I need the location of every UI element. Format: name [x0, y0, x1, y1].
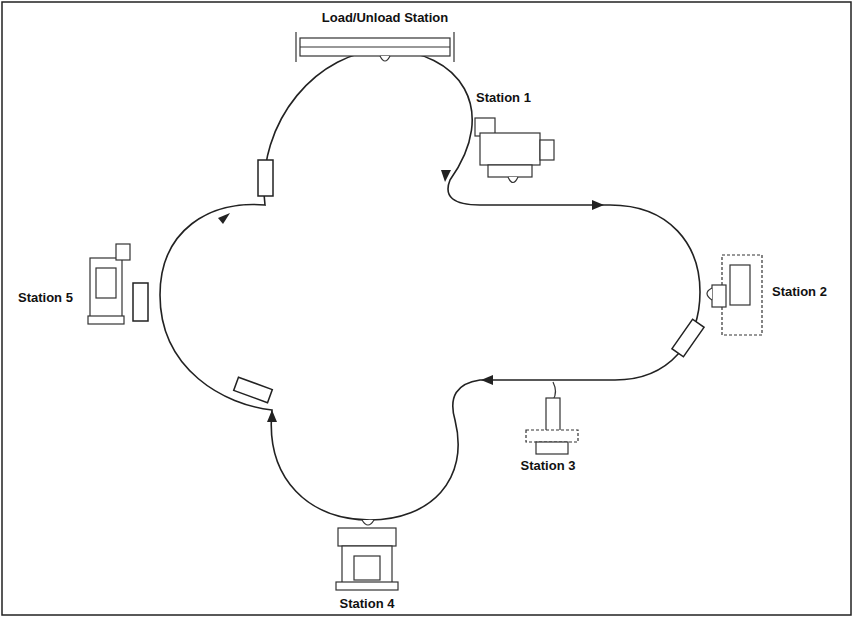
station-label: Station 3 [521, 458, 576, 473]
machine-station-3 [526, 382, 578, 454]
loop-track [160, 50, 700, 520]
machine-station-2 [707, 255, 762, 335]
machine-station-1 [475, 118, 554, 183]
station-label: Station 5 [18, 290, 73, 305]
station-label: Station 2 [772, 284, 827, 299]
direction-arrows [218, 170, 604, 422]
station-label: Station 1 [476, 90, 531, 105]
machine-station-4 [336, 520, 398, 590]
machine-station-5 [88, 244, 130, 324]
station-label: Station 4 [340, 596, 395, 611]
pallets [133, 160, 704, 403]
station-label: Load/Unload Station [322, 10, 448, 25]
load-unload-station [296, 32, 454, 62]
